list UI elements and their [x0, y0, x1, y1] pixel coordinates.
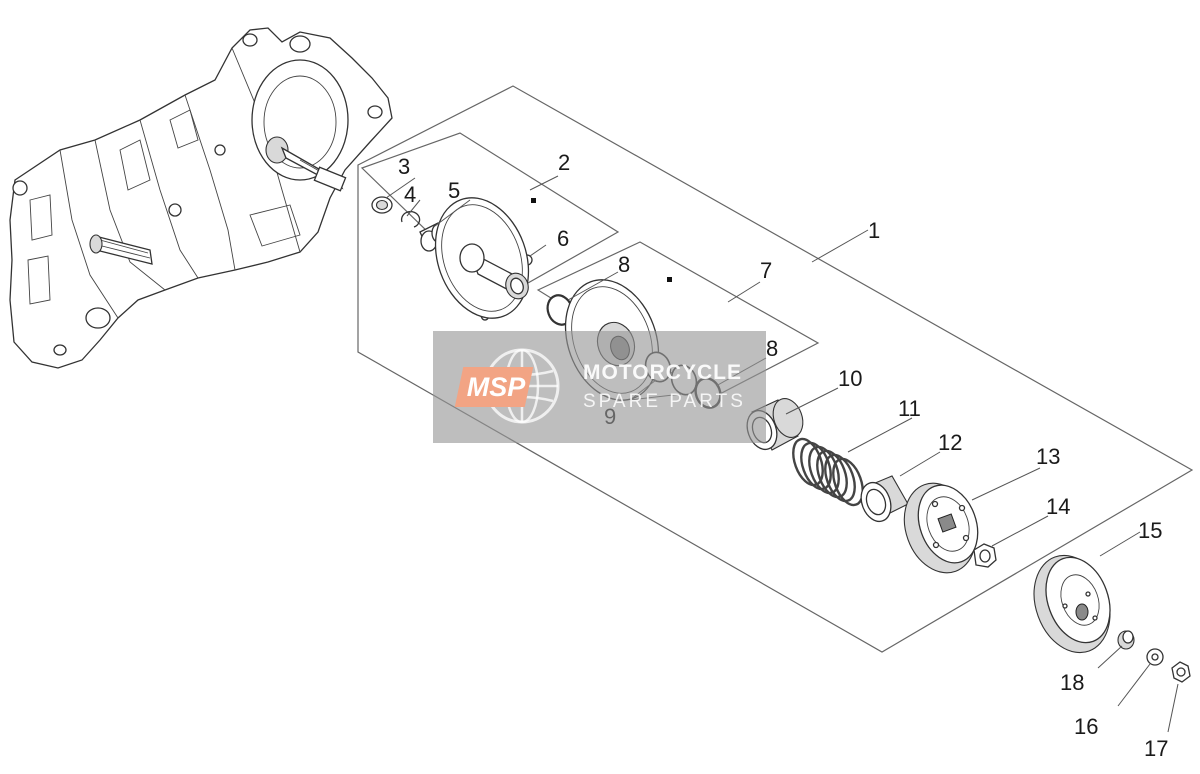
callout-4: 4	[404, 182, 416, 207]
callout-8-upper: 8	[618, 252, 630, 277]
callout-8-lower: 8	[766, 336, 778, 361]
part-13-clutch	[903, 482, 979, 574]
callout-10: 10	[838, 366, 862, 391]
callout-16: 16	[1074, 714, 1098, 739]
bullet-marker-2	[531, 198, 536, 203]
crankcase-icon	[9, 27, 393, 369]
callout-15: 15	[1138, 518, 1162, 543]
callout-3: 3	[398, 154, 410, 179]
part-12-spring-seat	[860, 475, 909, 523]
watermark-line-1: MOTORCYCLE	[583, 361, 742, 384]
part-3-bearing	[371, 196, 393, 214]
part-16-washer	[1146, 648, 1164, 666]
part-17-nut	[1171, 661, 1191, 683]
callout-5: 5	[448, 178, 460, 203]
watermark-line-2: SPARE PARTS	[583, 391, 746, 412]
leader-lines	[385, 175, 1179, 733]
callout-14: 14	[1046, 494, 1070, 519]
watermark-logo-text: MSP	[466, 372, 526, 402]
callout-11: 11	[898, 396, 921, 421]
drive-pulley-fixed	[434, 197, 530, 319]
callout-18: 18	[1060, 670, 1084, 695]
assembly-box-1	[357, 85, 1194, 653]
watermark: MSP MOTORCYCLE SPARE PARTS	[433, 331, 766, 443]
bullet-marker-7	[667, 277, 672, 282]
callout-1: 1	[868, 218, 880, 243]
callout-17: 17	[1144, 736, 1168, 761]
callout-7: 7	[760, 258, 772, 283]
part-14-nut	[973, 543, 997, 568]
callout-2: 2	[558, 150, 570, 175]
callout-6: 6	[557, 226, 569, 251]
callout-labels: 1 2 3 4 5 6 7 8 8 9 10 11 12 13 14 15 16…	[398, 150, 1168, 761]
part-4-circlip	[400, 210, 421, 228]
part-15-clutch-bell	[1033, 554, 1111, 654]
callout-13: 13	[1036, 444, 1060, 469]
callout-12: 12	[938, 430, 962, 455]
part-18-spacer	[1117, 630, 1135, 650]
part-11-spring	[792, 437, 864, 507]
